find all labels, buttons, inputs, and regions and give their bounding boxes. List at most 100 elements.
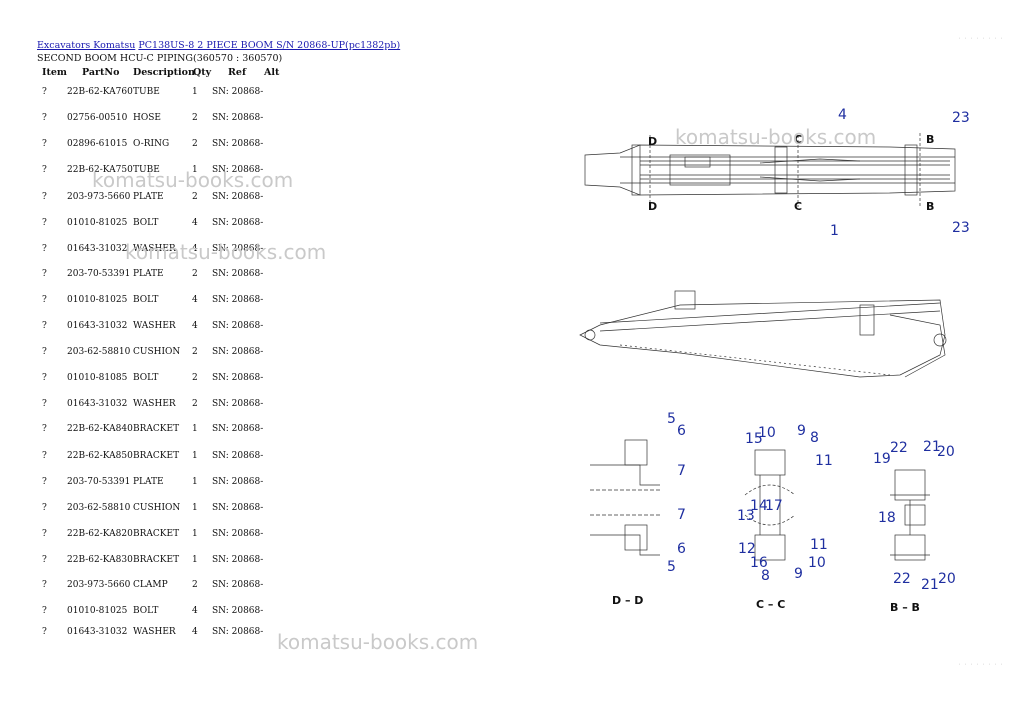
callout-label: 13	[737, 508, 755, 524]
cell-desc: CUSHION	[133, 347, 181, 357]
cell-ref: SN: 20868-	[212, 269, 264, 279]
callout-label: 7	[677, 463, 686, 479]
cell-ref: SN: 20868-	[212, 165, 264, 175]
cell-ref: SN: 20868-	[212, 373, 264, 383]
breadcrumb-link-model[interactable]: PC138US-8 2 PIECE BOOM S/N 20868-UP(pc13…	[138, 40, 401, 51]
callout-label: 10	[808, 555, 826, 571]
cell-item: ?	[42, 321, 47, 331]
callout-label: 16	[750, 555, 768, 571]
watermark-text: komatsu-books.com	[277, 630, 479, 654]
cell-part: 01010-81025	[67, 606, 128, 616]
cell-item: ?	[42, 373, 47, 383]
cell-ref: SN: 20868-	[212, 451, 264, 461]
callout-label: 22	[893, 571, 911, 587]
section-mark-label: C	[794, 200, 802, 213]
cell-ref: SN: 20868-	[212, 87, 264, 97]
callout-label: 8	[761, 568, 770, 584]
callout-label: 20	[938, 571, 956, 587]
cell-desc: O-RING	[133, 139, 170, 149]
cell-qty: 2	[192, 113, 198, 123]
cell-item: ?	[42, 295, 47, 305]
cell-ref: SN: 20868-	[212, 529, 264, 539]
cell-part: 22B-62-KA820	[67, 529, 133, 539]
cell-desc: CUSHION	[133, 503, 181, 513]
table-header-col-description: Description	[133, 67, 195, 78]
callout-label: 9	[797, 423, 806, 439]
cell-desc: PLATE	[133, 269, 164, 279]
cell-desc: BRACKET	[133, 451, 180, 461]
cell-desc: BOLT	[133, 606, 159, 616]
cell-part: 01010-81025	[67, 295, 128, 305]
cell-qty: 1	[192, 503, 198, 513]
cell-desc: TUBE	[133, 87, 160, 97]
cell-item: ?	[42, 503, 47, 513]
cell-desc: TUBE	[133, 165, 160, 175]
cell-desc: WASHER	[133, 399, 176, 409]
table-header-col-ref: Ref	[228, 67, 247, 78]
cell-qty: 2	[192, 399, 198, 409]
callout-label: 11	[815, 453, 833, 469]
cell-part: 01643-31032	[67, 399, 128, 409]
cell-part: 02896-61015	[67, 139, 128, 149]
cell-ref: SN: 20868-	[212, 192, 264, 202]
callout-label: 15	[745, 431, 763, 447]
cell-item: ?	[42, 580, 47, 590]
section-mark-label: C	[794, 133, 802, 146]
section-mark-label: B	[926, 133, 934, 146]
cell-item: ?	[42, 424, 47, 434]
cell-part: 01643-31032	[67, 321, 128, 331]
callout-label: 10	[758, 425, 776, 441]
cell-item: ?	[42, 451, 47, 461]
callout-label: 20	[937, 444, 955, 460]
cell-ref: SN: 20868-	[212, 244, 264, 254]
cell-part: 203-973-5660	[67, 192, 131, 202]
callout-label: 19	[873, 451, 891, 467]
callout-label: 8	[810, 430, 819, 446]
cell-desc: WASHER	[133, 244, 176, 254]
callout-label: 5	[667, 411, 676, 427]
callout-label: 11	[810, 537, 828, 553]
callout-label: 21	[923, 439, 941, 455]
cell-part: 22B-62-KA830	[67, 555, 133, 565]
cell-item: ?	[42, 399, 47, 409]
cell-item: ?	[42, 139, 47, 149]
view-label: D – D	[612, 594, 643, 607]
cell-qty: 2	[192, 192, 198, 202]
cell-qty: 2	[192, 269, 198, 279]
cell-ref: SN: 20868-	[212, 113, 264, 123]
cell-desc: WASHER	[133, 627, 176, 637]
breadcrumb-link-category[interactable]: Excavators Komatsu	[37, 40, 136, 51]
cell-desc: PLATE	[133, 477, 164, 487]
cell-item: ?	[42, 269, 47, 279]
callout-label: 23	[952, 110, 970, 126]
cell-ref: SN: 20868-	[212, 627, 264, 637]
cell-ref: SN: 20868-	[212, 347, 264, 357]
view-label: B – B	[890, 601, 920, 614]
cell-qty: 4	[192, 295, 198, 305]
cell-desc: WASHER	[133, 321, 176, 331]
cell-part: 01643-31032	[67, 244, 128, 254]
cell-qty: 4	[192, 218, 198, 228]
callout-label: 14	[750, 498, 768, 514]
cell-part: 22B-62-KA850	[67, 451, 133, 461]
table-header-col-partno: PartNo	[82, 67, 120, 78]
view-label: C – C	[756, 598, 785, 611]
callout-label: 6	[677, 541, 686, 557]
section-mark-label: B	[926, 200, 934, 213]
cell-item: ?	[42, 87, 47, 97]
cell-part: 22B-62-KA760	[67, 87, 133, 97]
cell-ref: SN: 20868-	[212, 399, 264, 409]
cell-desc: BRACKET	[133, 555, 180, 565]
cell-ref: SN: 20868-	[212, 321, 264, 331]
cell-part: 02756-00510	[67, 113, 128, 123]
callout-label: 22	[890, 440, 908, 456]
cell-desc: PLATE	[133, 192, 164, 202]
callout-label: 5	[667, 559, 676, 575]
table-header-col-item: Item	[42, 67, 67, 78]
cell-qty: 1	[192, 529, 198, 539]
breadcrumb: Excavators Komatsu PC138US-8 2 PIECE BOO…	[37, 40, 400, 51]
cell-qty: 1	[192, 555, 198, 565]
cell-ref: SN: 20868-	[212, 139, 264, 149]
cell-item: ?	[42, 347, 47, 357]
